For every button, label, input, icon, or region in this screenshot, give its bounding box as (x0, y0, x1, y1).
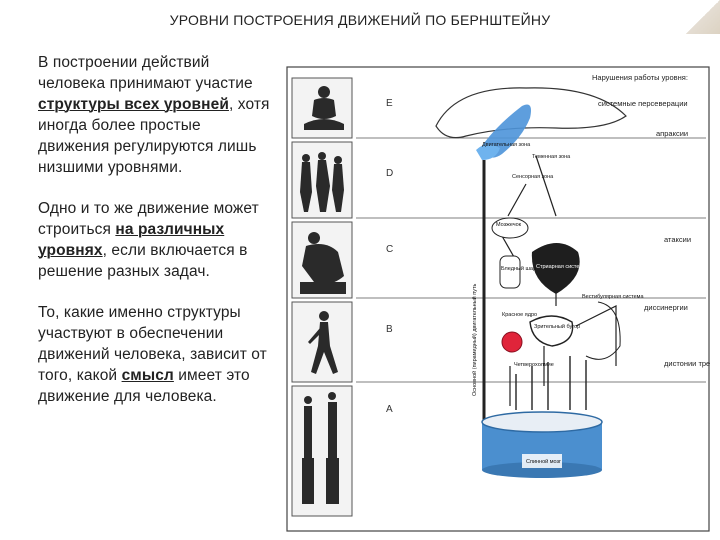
vestibular-node: Вестибулярная система (582, 294, 644, 360)
premotor-label: Двигательная зона (482, 142, 531, 148)
silhouette-column (291, 77, 353, 517)
disorder-d: апраксии (656, 129, 688, 138)
thalamus-label: Зрительный бугор (534, 323, 580, 330)
level-c: C (386, 244, 393, 255)
silhouette-box-a (291, 385, 353, 517)
vestibular-label: Вестибулярная система (582, 294, 644, 300)
level-b: B (386, 324, 393, 335)
paragraph-2-before: Одно и то же движение может строиться (38, 200, 259, 238)
striate-label: Стриарная систeма (536, 264, 587, 270)
spinal-cord-cylinder: Спинной мозг (481, 411, 603, 478)
pyramidal-path: Основной (пирамидный) двигательный путь (471, 160, 486, 426)
paragraph-3: То, какие именно структуры участвуют в о… (38, 302, 276, 407)
level-a: A (386, 404, 393, 415)
down-arrows (515, 356, 587, 410)
cerebellum-label: Мозжечок (496, 222, 522, 228)
text-column: В построении действий человека принимают… (38, 52, 276, 427)
paragraph-3-before: То, какие именно структуры участвуют в о… (38, 304, 267, 384)
disorder-a: дистонии тремоны (664, 359, 710, 368)
level-d: D (386, 168, 393, 179)
disorder-e: системные персеверации (598, 99, 688, 108)
parietal-label: Теменная зона (532, 154, 571, 160)
disorder-labels: Нарушения работы уровня: системные персе… (592, 73, 720, 368)
group-figures-icon (300, 152, 344, 212)
quadrigemina-label: Четверохолмие (514, 362, 554, 368)
red-nucleus-label: Красное ядро (502, 312, 537, 318)
statues-icon (302, 392, 339, 504)
brain-outline (435, 87, 627, 139)
cortex-highlight (476, 104, 531, 160)
levels-diagram: E D C B A Нарушения работы уровня: систе… (286, 66, 720, 532)
sensory-label: Сенсорная зона (512, 174, 554, 180)
level-e: E (386, 98, 393, 109)
paragraph-3-after: имеет это движение для человека. (38, 367, 250, 405)
cerebellum-node: Мозжечок (491, 217, 529, 239)
slide-title: УРОВНИ ПОСТРОЕНИЯ ДВИЖЕНИЙ ПО БЕРНШТЕЙНУ (169, 12, 551, 28)
pallidum-label: Бледный шар (501, 265, 536, 272)
walking-figure-icon (308, 311, 338, 374)
paragraph-1-bold: структуры всех уровней (38, 96, 229, 113)
pyramidal-label: Основной (пирамидный) двигательный путь (471, 283, 478, 396)
thalamus-node: Зрительный бугор (529, 315, 580, 347)
red-nucleus: Красное ядро (501, 312, 537, 353)
pallidum-node: Бледный шар (499, 255, 536, 289)
paragraph-3-bold: смысл (121, 367, 174, 384)
paragraph-1-after: , хотя иногда более простые движения рег… (38, 96, 270, 176)
paragraph-2-bold: на различных уровнях (38, 221, 225, 259)
disorders-header: Нарушения работы уровня: (592, 73, 688, 82)
disorder-b: дисcинергии (644, 303, 688, 312)
spinal-label: Спинной мозг (526, 458, 561, 465)
corner-decoration (686, 0, 720, 34)
paragraph-1-before: В построении действий человека принимают… (38, 54, 253, 92)
level-letters: E D C B A (386, 98, 393, 415)
level-lines (356, 137, 706, 383)
paragraph-1: В построении действий человека принимают… (38, 52, 276, 178)
paragraph-2: Одно и то же движение может строиться на… (38, 198, 276, 282)
seated-figure-icon (304, 86, 344, 130)
crouching-figure-icon (300, 232, 346, 294)
bernstein-levels-figure: E D C B A Нарушения работы уровня: систе… (286, 66, 720, 532)
disorder-c: атаксии (664, 235, 691, 244)
paragraph-2-after: , если включается в решение разных задач… (38, 242, 248, 280)
quadrigemina-node: Четверохолмие (514, 362, 554, 368)
striate-body: Стриарная систeма (531, 243, 587, 294)
cortex-zones: Двигательная зона Теменная зона Сенсорна… (482, 142, 571, 180)
